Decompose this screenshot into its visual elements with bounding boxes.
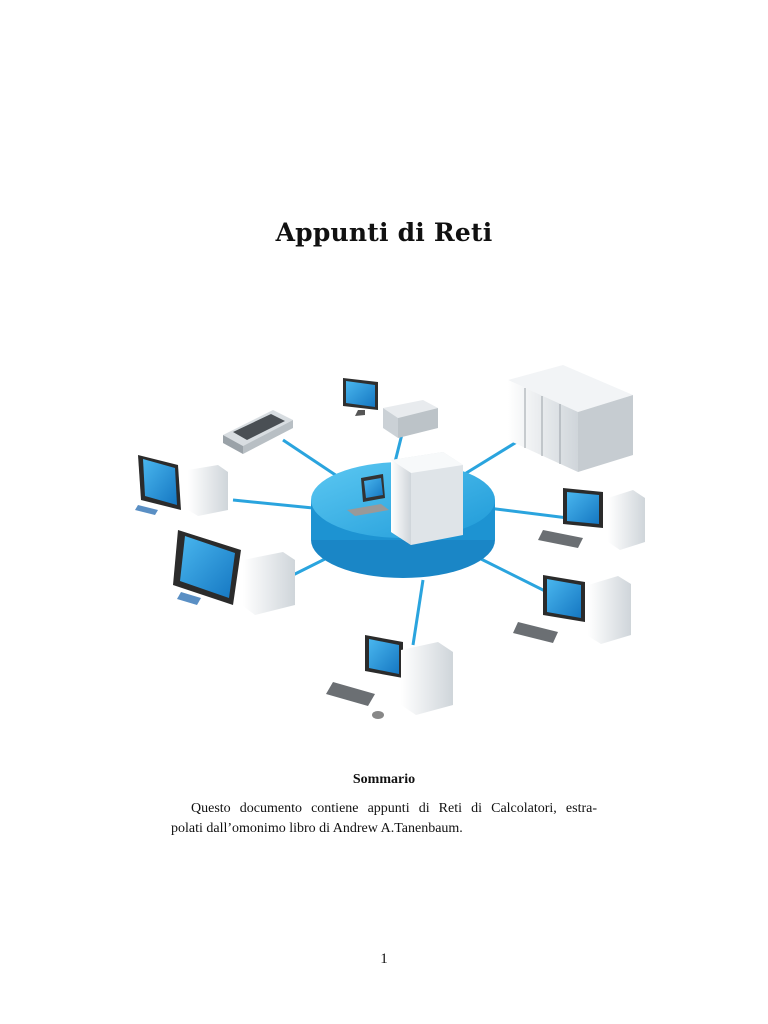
network-illustration <box>135 365 645 719</box>
page-number: 1 <box>380 951 388 967</box>
document-title: Appunti di Reti <box>275 218 493 247</box>
link-left-top <box>232 498 314 510</box>
workstation-right-bottom <box>513 575 631 644</box>
abstract-line: polati dall’omonimo libro di Andrew A.Ta… <box>171 821 463 836</box>
link-right-top <box>487 506 569 520</box>
server-rack <box>508 365 633 472</box>
central-hub <box>311 452 495 578</box>
abstract-body: Questo documento contiene appunti di Ret… <box>171 799 597 839</box>
link-bottom <box>411 579 425 646</box>
link-scanner <box>282 438 344 482</box>
link-right-bottom <box>472 553 554 597</box>
scanner-device <box>223 410 293 454</box>
abstract-heading: Sommario <box>352 772 416 787</box>
network-links <box>232 429 569 646</box>
workstation-left-bottom <box>173 530 295 615</box>
workstation-left-top <box>135 455 228 516</box>
media-station <box>343 378 438 438</box>
workstation-bottom <box>326 635 453 719</box>
workstation-right-top <box>538 488 645 550</box>
abstract-line: Questo documento contiene appunti di Ret… <box>191 801 597 816</box>
